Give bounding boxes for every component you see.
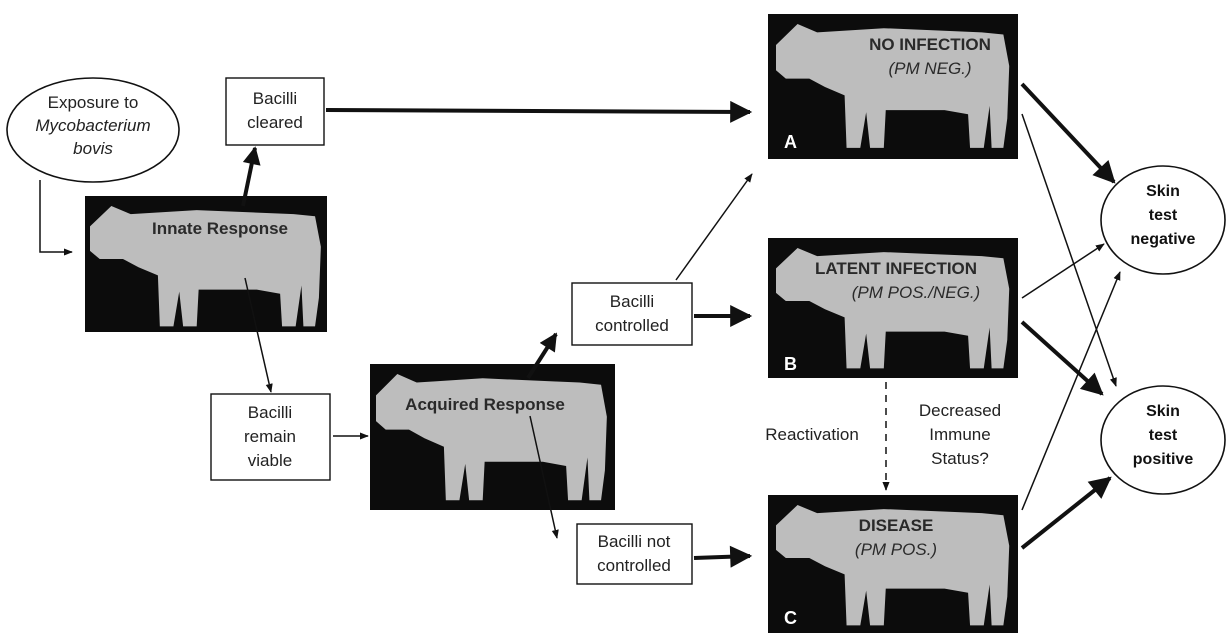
exposure-line-1: Exposure to: [48, 93, 139, 112]
skin-test-negative: Skin test negative: [1100, 165, 1226, 275]
arrow-c-negative: [1021, 271, 1121, 511]
outcome-disease: DISEASE (PM POS.) C: [768, 495, 1018, 633]
arrow-c-positive: [1020, 476, 1112, 550]
svg-text:Bacilli: Bacilli: [253, 89, 297, 108]
outcome-c-sub: (PM POS.): [855, 540, 937, 559]
exposure-line-3: bovis: [73, 139, 113, 158]
reactivation-label: Reactivation: [765, 425, 859, 444]
outcome-a-sub: (PM NEG.): [888, 59, 971, 78]
decreased-line-1: Decreased: [919, 401, 1001, 420]
box-bacilli-not-controlled: Bacilli not controlled: [576, 523, 693, 585]
arrow-b-positive: [1020, 320, 1104, 396]
arrow-a-positive: [1021, 113, 1117, 387]
svg-text:cleared: cleared: [247, 113, 303, 132]
outcome-b-letter: B: [784, 354, 797, 374]
svg-text:remain: remain: [244, 427, 296, 446]
outcome-b-title: LATENT INFECTION: [815, 259, 977, 278]
svg-text:Skin: Skin: [1146, 183, 1180, 200]
innate-response-node: Innate Response: [85, 196, 327, 332]
arrow-b-negative: [1021, 243, 1105, 299]
arrow-controlled-a: [675, 173, 753, 281]
arrow-a-negative: [1020, 82, 1116, 184]
exposure-node: Exposure to Mycobacterium bovis: [6, 77, 180, 183]
outcome-a-letter: A: [784, 132, 797, 152]
svg-text:viable: viable: [248, 451, 292, 470]
arrow-notcontrolled-c: [693, 545, 753, 568]
outcome-latent-infection: LATENT INFECTION (PM POS./NEG.) B: [768, 238, 1018, 378]
svg-text:negative: negative: [1131, 231, 1196, 248]
svg-text:controlled: controlled: [597, 556, 671, 575]
arrow-acquired-notcontrolled: [529, 415, 559, 539]
svg-text:positive: positive: [1133, 451, 1194, 468]
outcome-c-title: DISEASE: [859, 516, 934, 535]
outcome-no-infection: NO INFECTION (PM NEG.) A: [768, 14, 1018, 159]
skin-test-positive: Skin test positive: [1100, 385, 1226, 495]
acquired-response-label: Acquired Response: [405, 395, 565, 414]
box-bacilli-cleared: Bacilli cleared: [225, 77, 325, 146]
exposure-line-2: Mycobacterium: [35, 116, 150, 135]
svg-text:controlled: controlled: [595, 316, 669, 335]
svg-text:test: test: [1149, 207, 1178, 224]
innate-response-label: Innate Response: [152, 219, 288, 238]
outcome-a-title: NO INFECTION: [869, 35, 991, 54]
arrow-cleared-a: [325, 100, 753, 123]
svg-text:Skin: Skin: [1146, 403, 1180, 420]
svg-text:Bacilli not: Bacilli not: [598, 532, 671, 551]
outcome-c-letter: C: [784, 608, 797, 628]
arrow-acquired-controlled: [526, 332, 558, 380]
svg-text:Bacilli: Bacilli: [248, 403, 292, 422]
acquired-response-node: Acquired Response: [370, 364, 615, 510]
box-bacilli-remain-viable: Bacilli remain viable: [210, 393, 331, 481]
arrow-exposure-innate: [39, 180, 73, 256]
svg-text:test: test: [1149, 427, 1178, 444]
arrow-innate-cleared: [241, 146, 261, 207]
arrow-innate-viable: [244, 277, 273, 393]
decreased-line-2: Immune: [929, 425, 990, 444]
svg-text:Bacilli: Bacilli: [610, 292, 654, 311]
connectors: [39, 82, 1121, 568]
decreased-line-3: Status?: [931, 449, 989, 468]
box-bacilli-controlled: Bacilli controlled: [571, 282, 693, 346]
outcome-b-sub: (PM POS./NEG.): [852, 283, 980, 302]
